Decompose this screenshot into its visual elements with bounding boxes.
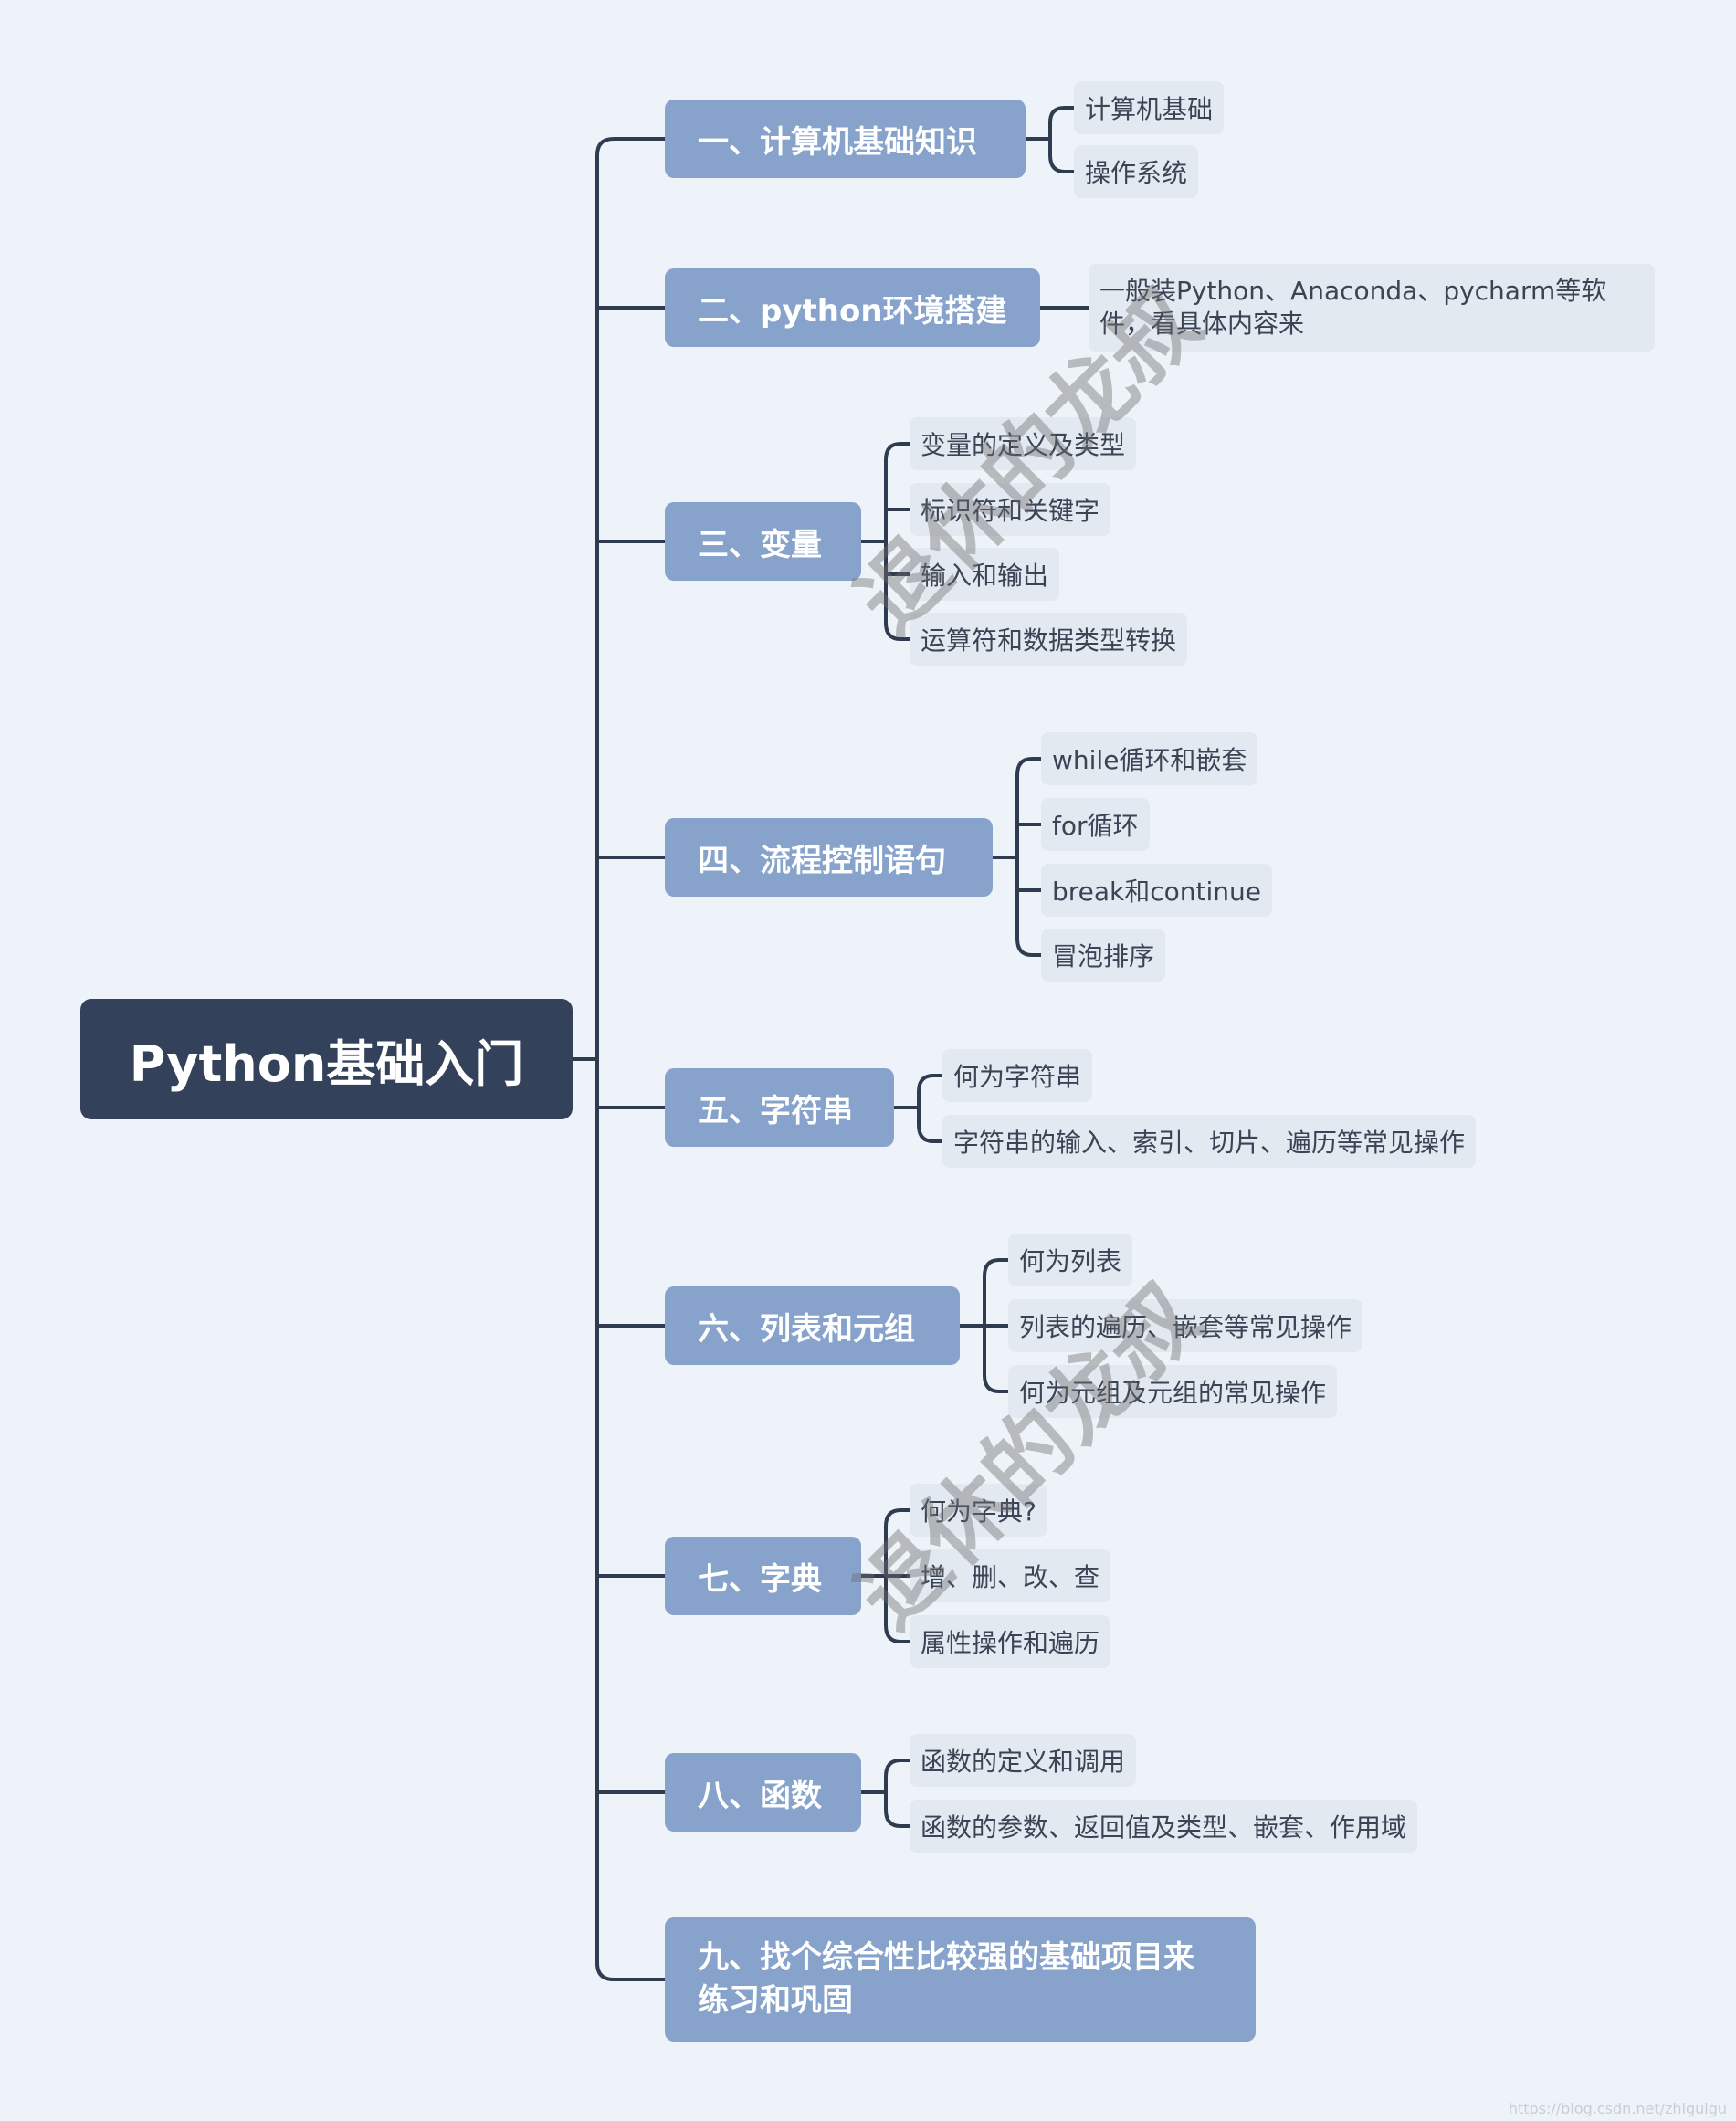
root-node[interactable]: Python基础入门 <box>80 999 573 1119</box>
branch-node-control-flow[interactable]: 四、流程控制语句 <box>665 818 993 897</box>
leaf-node[interactable]: 输入和输出 <box>910 548 1060 601</box>
leaf-node[interactable]: 冒泡排序 <box>1041 929 1166 982</box>
branch-node-lists-tuples[interactable]: 六、列表和元组 <box>665 1286 960 1365</box>
branch-node-practice-project[interactable]: 九、找个综合性比较强的基础项目来练习和巩固 <box>665 1917 1256 2042</box>
leaf-node[interactable]: while循环和嵌套 <box>1041 732 1258 785</box>
leaf-node[interactable]: 操作系统 <box>1074 145 1199 198</box>
leaf-node[interactable]: 何为字符串 <box>942 1049 1093 1102</box>
leaf-node[interactable]: 运算符和数据类型转换 <box>910 613 1188 666</box>
leaf-node[interactable]: 函数的定义和调用 <box>910 1734 1137 1787</box>
leaf-node[interactable]: 变量的定义及类型 <box>910 417 1137 470</box>
branch-node-dictionary[interactable]: 七、字典 <box>665 1537 861 1615</box>
branch-node-strings[interactable]: 五、字符串 <box>665 1068 894 1147</box>
leaf-node[interactable]: break和continue <box>1041 864 1273 917</box>
branch-node-python-setup[interactable]: 二、python环境搭建 <box>665 268 1040 347</box>
leaf-node[interactable]: 属性操作和遍历 <box>910 1615 1111 1668</box>
leaf-node[interactable]: 标识符和关键字 <box>910 483 1111 536</box>
leaf-node[interactable]: 一般装Python、Anaconda、pycharm等软件，看具体内容来 <box>1089 264 1655 352</box>
branch-node-computer-basics[interactable]: 一、计算机基础知识 <box>665 100 1026 178</box>
leaf-node[interactable]: for循环 <box>1041 798 1150 851</box>
leaf-node[interactable]: 计算机基础 <box>1074 81 1225 134</box>
branch-node-functions[interactable]: 八、函数 <box>665 1753 861 1832</box>
branch-node-variables[interactable]: 三、变量 <box>665 502 861 581</box>
leaf-node[interactable]: 何为字典? <box>910 1484 1047 1537</box>
leaf-node[interactable]: 字符串的输入、索引、切片、遍历等常见操作 <box>942 1115 1477 1168</box>
leaf-node[interactable]: 函数的参数、返回值及类型、嵌套、作用域 <box>910 1800 1418 1853</box>
leaf-node[interactable]: 列表的遍历、嵌套等常见操作 <box>1008 1299 1363 1352</box>
leaf-node[interactable]: 何为元组及元组的常见操作 <box>1008 1365 1338 1418</box>
leaf-node[interactable]: 增、删、改、查 <box>910 1549 1111 1602</box>
leaf-node[interactable]: 何为列表 <box>1008 1234 1133 1286</box>
source-credit: https://blog.csdn.net/zhiguigu <box>1508 2100 1727 2117</box>
